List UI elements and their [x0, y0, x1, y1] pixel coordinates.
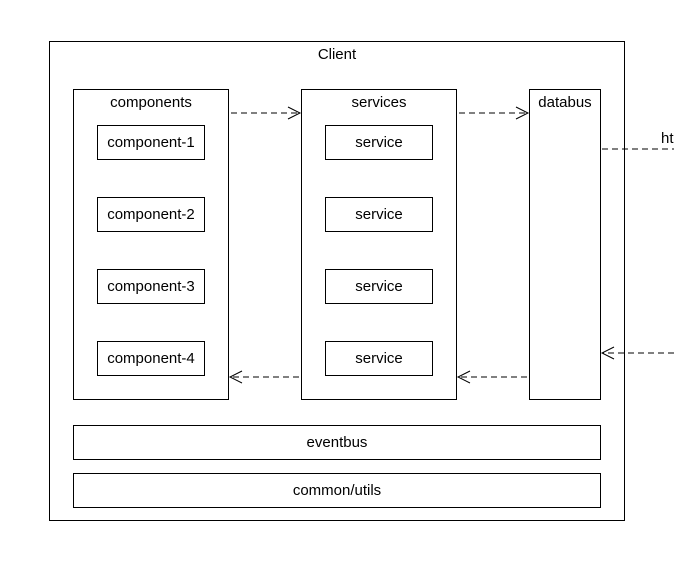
eventbus-label: eventbus	[306, 434, 368, 451]
service-1-box: service	[325, 125, 433, 160]
component-3-label: component-3	[107, 278, 195, 295]
service-4-label: service	[355, 350, 403, 367]
component-2-box: component-2	[97, 197, 205, 232]
service-2-box: service	[325, 197, 433, 232]
component-4-box: component-4	[97, 341, 205, 376]
eventbus-box: eventbus	[73, 425, 601, 460]
databus-box	[529, 89, 601, 400]
component-2-label: component-2	[107, 206, 195, 223]
component-3-box: component-3	[97, 269, 205, 304]
common-utils-label: common/utils	[292, 482, 382, 499]
component-1-box: component-1	[97, 125, 205, 160]
databus-title: databus	[538, 94, 592, 111]
service-3-box: service	[325, 269, 433, 304]
component-4-label: component-4	[107, 350, 195, 367]
common-utils-box: common/utils	[73, 473, 601, 508]
component-1-label: component-1	[107, 134, 195, 151]
service-2-label: service	[355, 206, 403, 223]
components-title: components	[110, 94, 192, 111]
client-title: Client	[317, 46, 357, 63]
external-edge-label: ht	[661, 130, 674, 147]
service-4-box: service	[325, 341, 433, 376]
services-title: services	[351, 94, 407, 111]
service-1-label: service	[355, 134, 403, 151]
service-3-label: service	[355, 278, 403, 295]
